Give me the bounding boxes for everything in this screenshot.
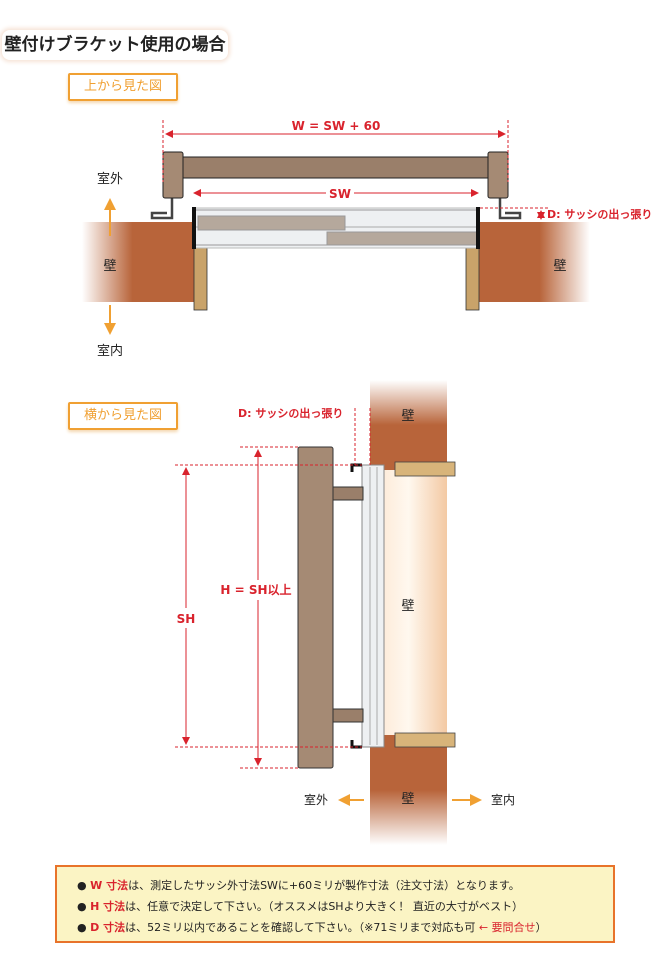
note-key: D 寸法 bbox=[90, 921, 126, 934]
handle-bar-top bbox=[150, 151, 522, 220]
wall-column-bottom bbox=[370, 735, 447, 845]
sash-side bbox=[361, 464, 385, 748]
wall-label-middle: 壁 bbox=[401, 599, 414, 614]
note-text: は、測定したサッシ外寸法SWに+60ミリが製作寸法（注文寸法）となります。 bbox=[128, 879, 520, 892]
wall-label-right: 壁 bbox=[553, 259, 566, 274]
notes-box: ● W 寸法は、測定したサッシ外寸法SWに+60ミリが製作寸法（注文寸法）となり… bbox=[55, 865, 615, 943]
wall-column-top bbox=[370, 380, 447, 470]
note-h: ● H 寸法は、任意で決定して下さい。（オススメはSHより大きく！ 直近の大寸が… bbox=[77, 900, 524, 913]
side-view: D: サッシの出っ張り H = SH以上 SH 壁 壁 壁 室外 室内 bbox=[175, 380, 515, 845]
top-view: W = SW + 60 SW D: サッシの出っ張り 室外 壁 壁 室内 bbox=[82, 119, 652, 359]
outside-label-top: 室外 bbox=[97, 171, 123, 187]
wood-block-bottom bbox=[394, 732, 456, 748]
inside-label-side: 室内 bbox=[491, 792, 515, 807]
note-close: ） bbox=[535, 921, 547, 934]
wall-right bbox=[478, 222, 590, 302]
note-key: W 寸法 bbox=[90, 879, 129, 892]
note-key: H 寸法 bbox=[90, 900, 126, 913]
bracket-bottom bbox=[332, 708, 364, 723]
handle-bar-side bbox=[297, 446, 334, 769]
side-view-label: 横から見た図 bbox=[68, 402, 178, 430]
wall-label-top: 壁 bbox=[401, 409, 414, 424]
sash-panel bbox=[326, 231, 478, 246]
sh-label: SH bbox=[177, 612, 196, 626]
wood-post-right bbox=[465, 247, 480, 311]
inside-label-top: 室内 bbox=[97, 343, 123, 359]
wall-label-bottom: 壁 bbox=[401, 792, 414, 807]
sash bbox=[192, 207, 480, 249]
note-text: は、任意で決定して下さい。（オススメはSHより大きく！ 直近の大寸がベスト） bbox=[125, 900, 524, 913]
wood-block-top bbox=[394, 461, 456, 477]
w-formula: W = SW + 60 bbox=[292, 119, 381, 133]
note-text: は、52ミリ以内であることを確認して下さい。（※71ミリまで対応も可 bbox=[125, 921, 479, 934]
wall-left bbox=[82, 222, 194, 302]
d-label-top: D: サッシの出っ張り bbox=[547, 207, 652, 221]
outside-label-side: 室外 bbox=[304, 792, 328, 807]
page-title: 壁付けブラケット使用の場合 bbox=[2, 30, 228, 60]
sash-panel bbox=[197, 215, 346, 231]
bracket-top bbox=[332, 486, 364, 501]
wall-label-left: 壁 bbox=[103, 259, 116, 274]
inquiry-note: ← 要問合せ bbox=[478, 921, 536, 934]
d-label-side: D: サッシの出っ張り bbox=[238, 406, 343, 420]
top-view-label: 上から見た図 bbox=[68, 73, 178, 101]
note-d: ● D 寸法は、52ミリ以内であることを確認して下さい。（※71ミリまで対応も可… bbox=[77, 921, 547, 934]
wood-post-left bbox=[193, 247, 208, 311]
sw-label: SW bbox=[329, 187, 351, 201]
note-w: ● W 寸法は、測定したサッシ外寸法SWに+60ミリが製作寸法（注文寸法）となり… bbox=[77, 879, 520, 892]
h-formula: H = SH以上 bbox=[220, 582, 291, 597]
